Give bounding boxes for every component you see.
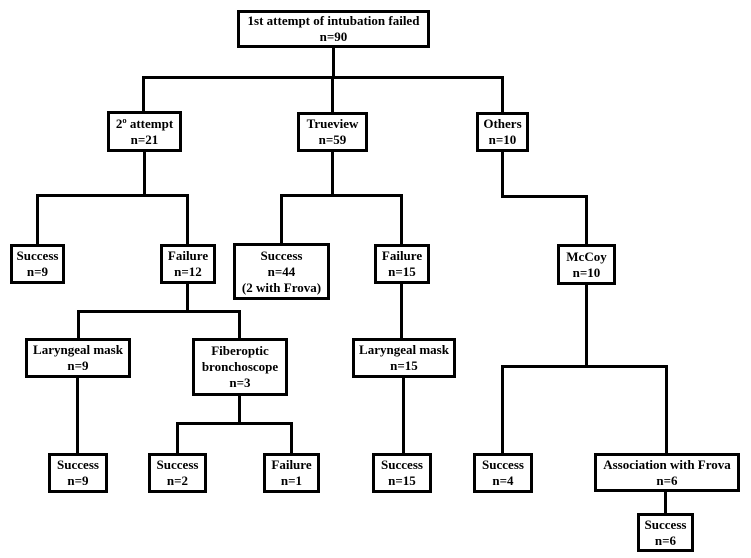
node-fiberoptic-success-label: Success [156,457,199,472]
connector-tv-failure-stem [400,283,403,339]
connector-drop-tv-success [280,194,283,244]
node-laryngeal-mask-9: Laryngeal mask n=9 [25,338,131,378]
node-fiberoptic-success-count: n=2 [166,473,189,488]
node-second-attempt-success-label: Success [16,248,59,263]
connector-drop-fiberoptic-success [176,422,179,454]
node-fiberoptic-count: n=3 [229,375,251,390]
node-second-attempt-failure: Failure n=12 [160,244,216,284]
node-second-attempt-label: 2º attempt [115,115,174,131]
connector-drop-trueview [331,76,334,113]
node-second-attempt-success: Success n=9 [10,244,65,284]
node-laryngeal-mask-9-success: Success n=9 [48,453,108,493]
node-mccoy-label: McCoy [566,248,607,264]
connector-drop-sa-success [36,194,39,245]
node-mccoy-success: Success n=4 [473,453,533,493]
connector-root-stem [332,48,335,79]
node-laryngeal-mask-9-count: n=9 [67,358,89,373]
connector-sa-failure-bar [77,310,241,313]
node-trueview-failure: Failure n=15 [374,244,430,284]
node-laryngeal-mask-15-success: Success n=15 [372,453,432,493]
node-association-frova-success-count: n=6 [654,532,677,548]
node-laryngeal-mask-15: Laryngeal mask n=15 [352,338,456,378]
node-mccoy: McCoy n=10 [557,244,616,285]
node-laryngeal-mask-15-count: n=15 [390,358,418,373]
connector-drop-association-frova [665,365,668,454]
node-others: Others n=10 [476,112,529,152]
node-laryngeal-mask-9-label: Laryngeal mask [33,342,123,357]
node-others-count: n=10 [488,132,517,147]
connector-association-frova-stem [664,491,667,514]
node-laryngeal-mask-9-success-count: n=9 [67,473,89,488]
node-second-attempt-count: n=21 [130,131,159,147]
node-laryngeal-mask-15-label: Laryngeal mask [359,342,449,357]
node-laryngeal-mask-15-success-label: Success [381,457,423,472]
node-trueview-success-label: Success [260,247,303,263]
node-second-attempt-success-count: n=9 [26,264,49,279]
node-fiberoptic-failure-label: Failure [271,457,312,472]
node-others-label: Others [483,116,522,131]
connector-trueview-stem [331,151,334,197]
connector-second-attempt-bar [36,194,189,197]
connector-others-stem [501,151,504,198]
connector-drop-sa-failure [186,194,189,245]
node-mccoy-success-label: Success [482,457,524,472]
node-association-frova-count: n=6 [656,472,678,488]
connector-laryngeal-mask-15-stem [402,377,405,454]
connector-level1-bar [142,76,504,79]
node-trueview-success-count: n=44 [267,263,296,279]
node-laryngeal-mask-15-success-count: n=15 [388,473,416,488]
node-fiberoptic: Fiberoptic bronchoscope n=3 [192,338,288,396]
connector-trueview-bar [280,194,403,197]
node-laryngeal-mask-9-success-label: Success [57,457,99,472]
connector-drop-second-attempt [142,76,145,112]
node-association-frova-success-label: Success [644,516,687,532]
node-association-frova-label: Association with Frova [603,456,731,472]
connector-sa-failure-stem [186,283,189,313]
connector-drop-tv-failure [400,194,403,245]
connector-drop-mccoy-success [501,365,504,454]
node-trueview: Trueview n=59 [297,112,368,152]
node-root-count: n=90 [319,29,348,44]
node-second-attempt-failure-label: Failure [167,248,209,263]
node-association-frova: Association with Frova n=6 [594,453,740,492]
connector-mccoy-stem [585,284,588,368]
node-mccoy-count: n=10 [572,264,601,280]
node-second-attempt: 2º attempt n=21 [107,111,182,152]
node-trueview-success-note: (2 with Frova) [241,279,322,295]
node-trueview-failure-label: Failure [381,248,423,263]
node-trueview-label: Trueview [306,116,359,131]
connector-mccoy-bar [501,365,668,368]
node-fiberoptic-failure: Failure n=1 [263,453,320,493]
node-root: 1st attempt of intubation failed n=90 [237,10,430,48]
connector-drop-mccoy [585,195,588,245]
node-trueview-success: Success n=44 (2 with Frova) [233,243,330,300]
connector-drop-fiberoptic-failure [290,422,293,454]
node-trueview-count: n=59 [318,132,347,147]
node-trueview-failure-count: n=15 [388,264,416,279]
connector-laryngeal-mask-9-stem [76,377,79,454]
node-second-attempt-failure-count: n=12 [174,264,202,279]
node-fiberoptic-label-1: Fiberoptic [211,343,269,358]
connector-second-attempt-stem [143,151,146,197]
node-fiberoptic-label-2: bronchoscope [201,359,279,374]
node-mccoy-success-count: n=4 [492,473,514,488]
node-association-frova-success: Success n=6 [637,513,694,552]
connector-drop-others [501,76,504,113]
connector-drop-laryngeal-mask-9 [77,310,80,339]
connector-fiberoptic-stem [238,395,241,425]
node-fiberoptic-success: Success n=2 [148,453,207,493]
connector-others-elbow [501,195,588,198]
connector-drop-fiberoptic [238,310,241,339]
node-root-label: 1st attempt of intubation failed [247,13,420,28]
node-fiberoptic-failure-count: n=1 [280,473,303,488]
connector-fiberoptic-bar [176,422,293,425]
